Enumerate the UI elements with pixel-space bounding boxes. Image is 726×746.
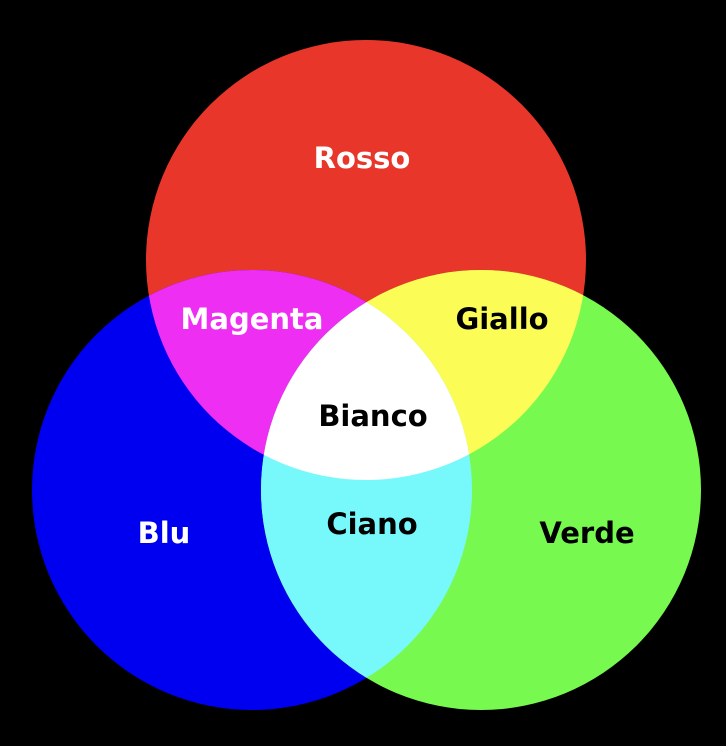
- label-bianco: Bianco: [318, 399, 427, 433]
- label-verde: Verde: [539, 516, 634, 550]
- label-rosso: Rosso: [314, 141, 411, 175]
- label-blu: Blu: [138, 516, 191, 550]
- white-region: [261, 270, 472, 480]
- label-magenta: Magenta: [181, 302, 324, 336]
- label-giallo: Giallo: [455, 302, 548, 336]
- label-ciano: Ciano: [326, 507, 417, 541]
